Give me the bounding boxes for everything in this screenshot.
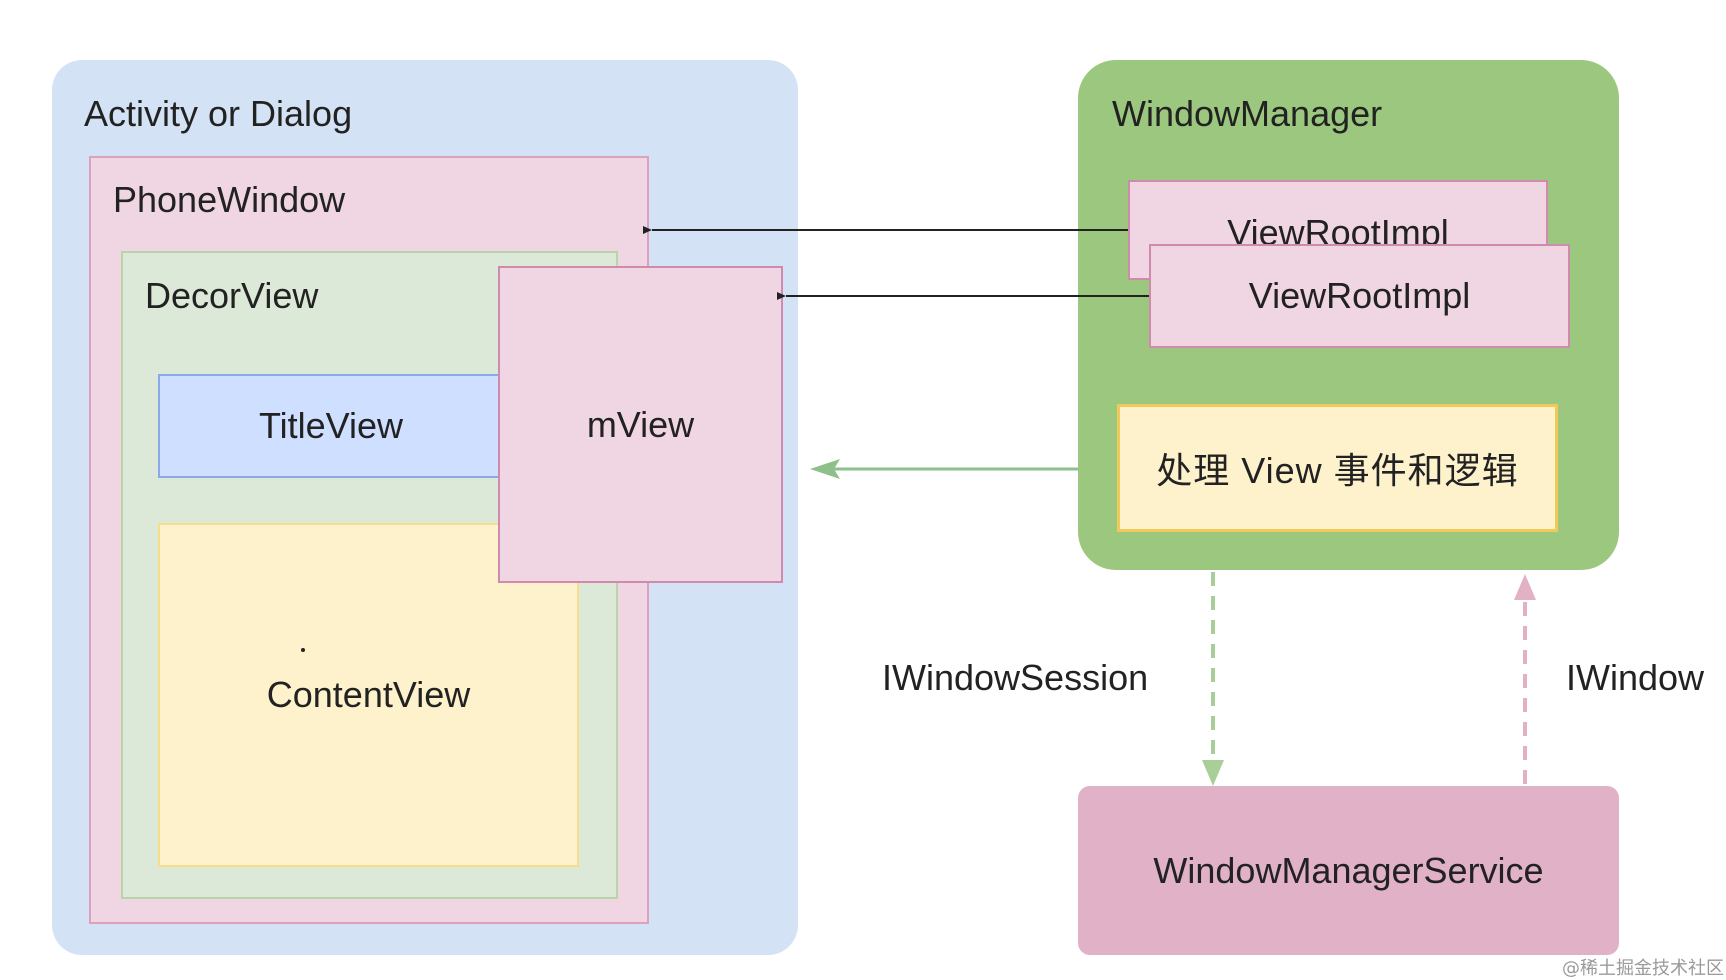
window-manager-label: WindowManager [1112,93,1383,134]
handle-view-events-label: 处理 View 事件和逻辑 [1156,450,1519,491]
watermark: @稀土掘金技术社区 [1562,958,1724,979]
phone-window-label: PhoneWindow [113,179,346,220]
title-view-box: TitleView [158,374,504,478]
view-root-impl-front-label: ViewRootImpl [1248,275,1471,316]
window-manager-service-label: WindowManagerService [1153,849,1544,891]
m-view-box: mView [498,266,783,583]
content-view-dot [301,648,305,652]
arrow-windowmanager-to-mview-head [810,459,840,479]
arrow-iwindow-session-head [1202,760,1224,786]
iwindow-session-label: IWindowSession [882,657,1149,698]
content-view-label: ContentView [266,674,471,715]
window-manager-service-box: WindowManagerService [1078,786,1619,955]
iwindow-label: IWindow [1566,657,1705,698]
activity-or-dialog-label: Activity or Dialog [84,93,353,134]
handle-view-events-box: 处理 View 事件和逻辑 [1117,404,1558,532]
m-view-label: mView [586,403,695,445]
view-root-impl-front-box: ViewRootImpl [1149,244,1570,348]
arrow-iwindow-head [1514,574,1536,600]
decor-view-label: DecorView [145,275,319,316]
title-view-label: TitleView [258,405,404,446]
